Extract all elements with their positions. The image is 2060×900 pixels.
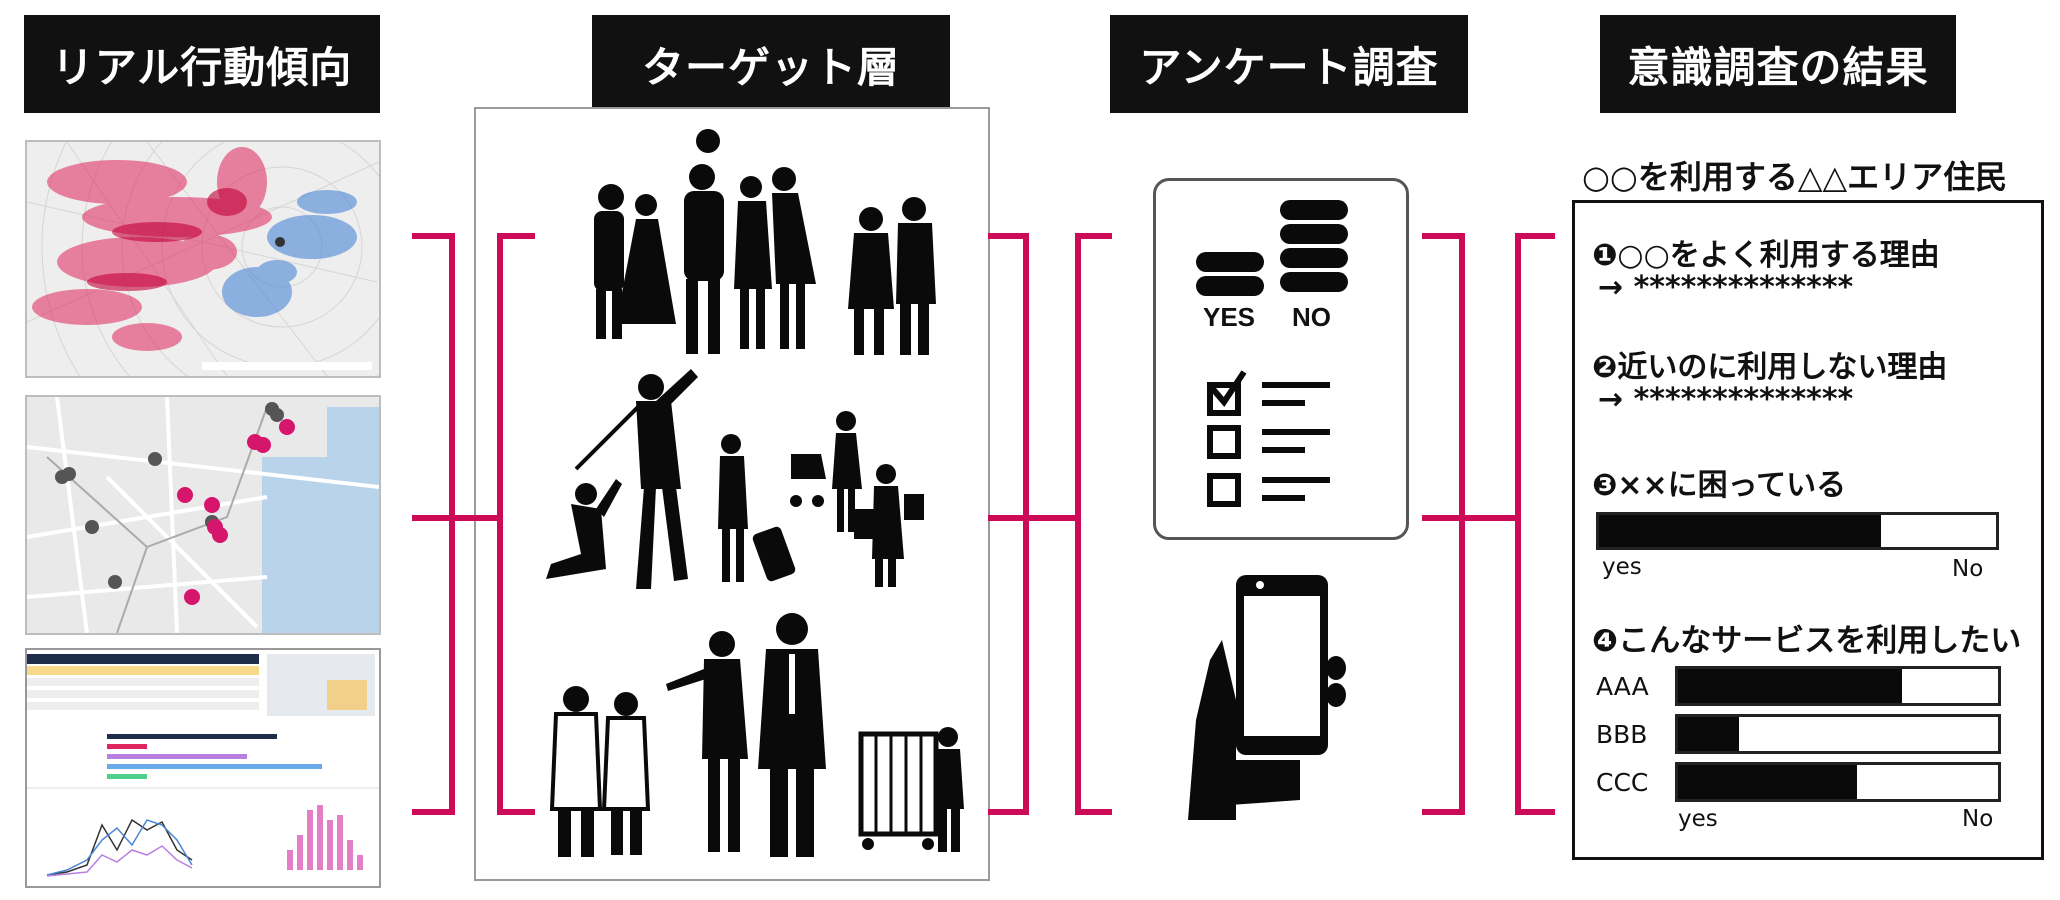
result-box <box>1572 200 2044 860</box>
businessman-silhouette-icon <box>758 613 826 857</box>
answer-2: → ************** <box>1598 382 1854 417</box>
q4-label-aaa: AAA <box>1596 672 1649 701</box>
header-target: ターゲット層 <box>592 15 950 113</box>
businesswoman-silhouette-icon <box>666 631 748 852</box>
phone-hand-icon <box>1188 575 1346 820</box>
header-real-behavior: リアル行動傾向 <box>24 15 380 113</box>
question-1: ❶○○をよく利用する理由 <box>1592 238 1940 273</box>
q4-bar-ccc-fill <box>1678 765 1858 799</box>
no-label: NO <box>1292 302 1331 332</box>
silhouette-illustrations <box>546 129 964 857</box>
q4-bar-ccc <box>1675 762 2001 802</box>
result-subtitle: ○○を利用する△△エリア住民 <box>1582 158 2008 196</box>
shopper-silhouette-icon <box>854 464 924 587</box>
survey-sheet-panel <box>1153 178 1409 540</box>
elderly-couple-silhouette-icon <box>848 197 936 355</box>
q4-bar-aaa <box>1675 666 2001 706</box>
worker-cart-silhouette-icon <box>858 727 964 852</box>
q4-no-label: No <box>1962 806 1994 832</box>
q4-bar-aaa-fill <box>1678 669 1902 703</box>
q4-yes-label: yes <box>1678 806 1718 832</box>
q3-no-label: No <box>1952 556 1984 582</box>
heatmap-thumbnail <box>25 140 381 378</box>
couple-silhouette-icon <box>594 184 676 339</box>
q3-bar <box>1596 512 1999 550</box>
question-3: ❸××に困っている <box>1592 468 1847 503</box>
dashboard-thumbnail <box>25 648 381 888</box>
q4-bar-bbb <box>1675 714 2001 754</box>
stroller-silhouette-icon <box>790 411 862 532</box>
heatmap-image <box>27 142 379 376</box>
header-result: 意識調査の結果 <box>1600 15 1956 113</box>
question-2: ❷近いのに利用しない理由 <box>1592 350 1948 385</box>
q4-bar-bbb-fill <box>1678 717 1739 751</box>
traveler-silhouette-icon <box>718 434 796 582</box>
family-silhouette-icon <box>684 129 816 354</box>
q4-label-bbb: BBB <box>1596 720 1648 749</box>
q4-label-ccc: CCC <box>1596 768 1649 797</box>
pin-map-image <box>27 397 379 633</box>
golfer-silhouette-icon <box>574 369 698 589</box>
doctor-silhouette-icon <box>549 686 651 857</box>
question-4: ❹こんなサービスを利用したい <box>1592 623 2022 659</box>
yes-label: YES <box>1203 302 1256 332</box>
q3-yes-label: yes <box>1602 554 1642 580</box>
answer-1: → ************** <box>1598 270 1854 305</box>
q3-bar-fill <box>1599 515 1881 547</box>
target-panel <box>474 107 990 881</box>
yoga-silhouette-icon <box>546 479 622 579</box>
dashboard-image <box>27 654 379 877</box>
pin-map-thumbnail <box>25 395 381 635</box>
header-survey: アンケート調査 <box>1110 15 1468 113</box>
